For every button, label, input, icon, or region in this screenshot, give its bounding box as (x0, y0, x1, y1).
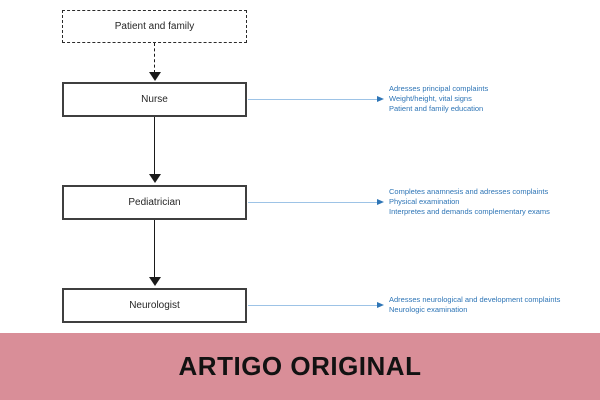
arrowhead-down-icon (148, 72, 161, 81)
note-line-pediatrician (248, 202, 377, 203)
node-neurologist: Neurologist (62, 288, 247, 323)
note-item: Physical examination (389, 197, 460, 206)
node-label: Pediatrician (128, 197, 181, 208)
node-label: Nurse (141, 94, 168, 105)
note-item: Weight/height, vital signs (389, 94, 472, 103)
connector-nurse-to-pediatrician (154, 117, 155, 175)
note-item: Adresses neurological and development co… (389, 295, 561, 304)
connector-pediatrician-to-neurologist (154, 220, 155, 278)
note-item: Interpretes and demands complementary ex… (389, 207, 550, 216)
notes-nurse: Adresses principal complaints Weight/hei… (389, 84, 488, 114)
note-line-nurse (248, 99, 377, 100)
node-patient-and-family: Patient and family (62, 10, 247, 43)
node-nurse: Nurse (62, 82, 247, 117)
notes-neurologist: Adresses neurological and development co… (389, 295, 560, 315)
arrowhead-right-icon (377, 199, 384, 205)
note-line-neurologist (248, 305, 377, 306)
arrowhead-down-icon (148, 174, 161, 183)
note-item: Patient and family education (389, 104, 484, 113)
node-label: Patient and family (114, 21, 195, 32)
note-item: Neurologic examination (389, 305, 468, 314)
node-pediatrician: Pediatrician (62, 185, 247, 220)
connector-patient-to-nurse (154, 43, 155, 73)
banner-title: ARTIGO ORIGINAL (178, 351, 422, 381)
arrowhead-down-icon (148, 277, 161, 286)
notes-pediatrician: Completes anamnesis and adresses complai… (389, 187, 550, 217)
note-item: Completes anamnesis and adresses complai… (389, 187, 549, 196)
node-label: Neurologist (129, 300, 180, 311)
arrowhead-right-icon (377, 96, 384, 102)
arrowhead-right-icon (377, 302, 384, 308)
note-item: Adresses principal complaints (389, 84, 489, 93)
section-banner: ARTIGO ORIGINAL (0, 333, 600, 400)
